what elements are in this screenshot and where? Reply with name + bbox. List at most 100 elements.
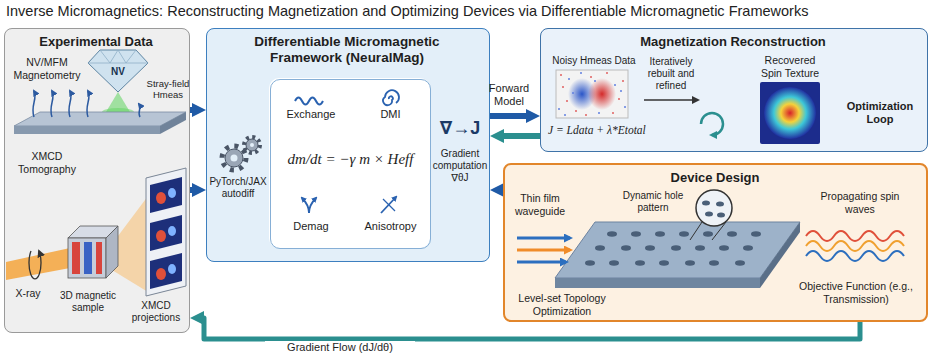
field-label: Stray-field Hmeas	[146, 78, 190, 101]
sample-slab	[14, 112, 186, 126]
part-label: Dynamic hole pattern	[620, 190, 686, 214]
sample-cube	[106, 226, 118, 278]
nv-diamond	[88, 50, 148, 92]
flow-arrow	[190, 107, 194, 113]
field-line	[139, 104, 140, 117]
magnifier	[696, 190, 732, 226]
panel-heading: Experimental Data	[5, 34, 187, 50]
input-wave-arrow	[517, 261, 566, 264]
diamond-facets	[88, 50, 148, 63]
panel-fill	[4, 28, 190, 333]
projection-image	[156, 268, 166, 280]
field-line	[87, 91, 89, 117]
panel-fill	[206, 28, 490, 262]
objective-label: Objective Function (e.g., Transmission)	[790, 280, 922, 305]
loop-icon	[701, 113, 723, 135]
hole-pattern	[585, 231, 761, 266]
diagram-title: Inverse Micromagnetics: Reconstructing M…	[6, 3, 926, 20]
spin-texture	[764, 87, 816, 139]
noisy-map	[556, 70, 628, 118]
sample-cube	[68, 238, 106, 278]
xray-beam	[6, 248, 70, 280]
input-wave-arrow	[517, 237, 570, 240]
method-label: Level-set Topology Optimization	[510, 292, 614, 317]
panel-fill	[540, 28, 928, 152]
spin-texture	[760, 82, 820, 144]
gear-icon	[246, 139, 258, 151]
rotation-arrow	[29, 251, 41, 279]
panel-fill	[503, 163, 928, 322]
waveguide	[555, 222, 800, 278]
process-label: Iteratively rebuilt and refined	[640, 56, 702, 92]
sample-label: 3D magnetic sample	[52, 290, 124, 314]
projection-label: XMCD projections	[124, 300, 188, 324]
projection-image	[150, 177, 182, 213]
input-wave-arrow	[517, 249, 570, 252]
spin-wave	[806, 241, 904, 251]
gear-icon	[244, 137, 260, 153]
part-label: Thin film waveguide	[508, 192, 572, 217]
data-label: Noisy Hmeas Data	[548, 55, 640, 67]
loop-label: Optimization Loop	[838, 100, 922, 126]
projection-image	[150, 253, 182, 289]
anisotropy-icon	[383, 199, 395, 211]
detector-screen	[146, 168, 186, 296]
waveguide	[555, 278, 760, 288]
gear-icon	[250, 143, 254, 147]
field-line	[69, 91, 71, 117]
objective-formula: J = Ldata + λ*Etotal	[548, 124, 673, 138]
edge-label: Forward Model	[485, 82, 533, 108]
equation-box: ExchangeDMI dm/dt = −γ m × HeffDemagAniso…	[270, 79, 431, 249]
library-label: PyTorch/JAX autodiff	[208, 176, 268, 200]
sensor-label: NV	[104, 66, 132, 78]
gradient-label: Gradient computation ∇θJ	[432, 148, 488, 184]
sample-slab	[14, 126, 160, 134]
beam-label: X-ray	[8, 287, 48, 300]
waveguide	[760, 222, 800, 288]
gear-icon	[225, 149, 243, 167]
framework-panel: Differentiable Micromagnetic Framework (…	[206, 28, 490, 262]
noisy-map	[588, 78, 616, 110]
field-line	[51, 91, 53, 117]
projection-image	[156, 192, 166, 204]
method-label: NV/MFM Magnetometry	[7, 56, 87, 81]
term-label: DMI	[351, 108, 430, 121]
panel-heading: Device Design	[505, 170, 925, 186]
domain-stripe	[96, 242, 102, 274]
spin-wave	[806, 231, 904, 241]
term-label: Demag	[271, 220, 351, 233]
projection-image	[168, 188, 176, 198]
noise-dots	[558, 72, 626, 116]
dmi-icon	[383, 90, 399, 105]
projection-image	[150, 215, 182, 251]
edge-label: Gradient Flow (dJ/dθ)	[265, 341, 415, 354]
projection-image	[156, 230, 166, 242]
flow-arrow	[490, 113, 528, 119]
projection-image	[168, 264, 176, 274]
panel-heading: Magnetization Reconstruction	[541, 34, 925, 50]
flow-arrow	[190, 187, 194, 193]
demag-icon	[309, 198, 316, 213]
llg-equation: dm/dt = −γ m × Heff	[271, 150, 430, 168]
result-label: Recovered Spin Texture	[755, 54, 825, 79]
spin-wave	[806, 251, 904, 261]
sample-slab	[160, 112, 186, 134]
demag-icon	[302, 198, 309, 213]
anisotropy-icon	[381, 197, 396, 213]
term-label: Anisotropy	[351, 220, 430, 233]
field-line	[33, 91, 35, 117]
gear-icon	[222, 146, 246, 170]
projection-image	[168, 226, 176, 236]
panel-fill	[269, 78, 430, 248]
term-label: Exchange	[271, 108, 351, 121]
magnified-holes	[702, 201, 725, 218]
exchange-icon	[295, 98, 323, 105]
part-label: Propagating spin waves	[815, 190, 905, 215]
gradient-symbol: ∇→J	[432, 118, 488, 140]
method-label: XMCD Tomography	[7, 150, 87, 175]
flow-arrow	[502, 133, 540, 139]
panel-heading: Differentiable Micromagnetic Framework (…	[227, 34, 467, 66]
domain-stripe	[84, 242, 92, 274]
refine-arrow	[644, 99, 698, 101]
domain-stripe	[72, 242, 80, 274]
